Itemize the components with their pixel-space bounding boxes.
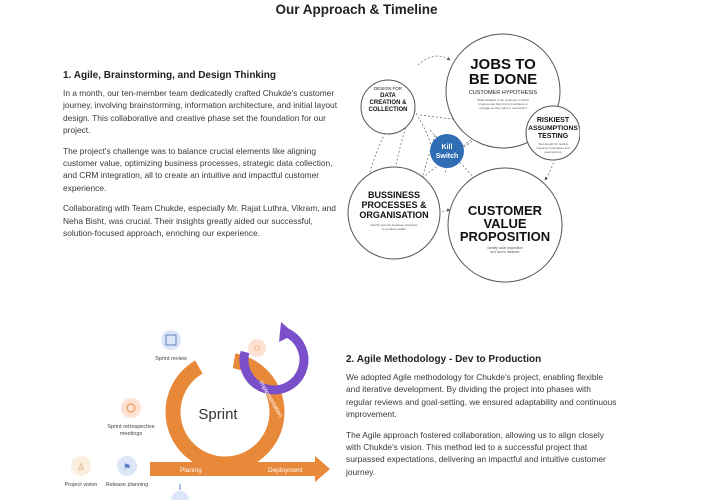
section1-paragraph-3: Collaborating with Team Chukde, especial… — [63, 203, 336, 239]
jobs-text-2: progress are they trying to achieve or — [478, 102, 528, 106]
kill-switch-node: Kill Switch — [430, 134, 464, 168]
sprint-retrospective-item: Sprint retrospective meetings — [107, 398, 155, 437]
design-line3: CREATION & — [370, 100, 408, 106]
business-processes-node: BUSSINESS PROCESSES & ORGANISATION Ident… — [347, 166, 441, 260]
agile-sprint-diagram: Daily scrum ⚇ Sprint Review Retrospect I… — [65, 322, 330, 500]
release-planning-label: Release planning — [106, 482, 149, 488]
review-label: Review — [203, 362, 224, 377]
planning-deployment-arrow — [150, 456, 330, 482]
daily-scrum-icon — [248, 339, 266, 357]
release-planning-item: ⚑ Release planning — [106, 456, 149, 488]
sprint-review-icon — [161, 330, 181, 350]
cvp-line3: PROPOSITION — [460, 229, 550, 244]
design-line1: DESIGN FOR — [374, 86, 403, 91]
risk-text-3: assumptions — [545, 150, 562, 154]
design-thinking-diagram: JOBS TO BE DONE CUSTOMER HYPOTHESIS What… — [347, 33, 580, 283]
section1-heading: 1. Agile, Brainstorming, and Design Thin… — [63, 70, 276, 81]
design-for-data-node: DESIGN FOR DATA CREATION & COLLECTION — [360, 79, 416, 135]
business-line3: ORGANISATION — [359, 210, 428, 220]
section2-paragraph-1: We adopted Agile methodology for Chukde'… — [346, 372, 617, 420]
svg-text:♙: ♙ — [77, 462, 85, 472]
project-vision-item: ♙ Project vision — [65, 456, 98, 488]
svg-text:⚑: ⚑ — [123, 462, 131, 472]
planning-label: Planing — [180, 467, 202, 474]
kill-line2: Switch — [436, 153, 459, 160]
sprint-retrospective-label-2: meetings — [120, 431, 143, 437]
business-line1: BUSSINESS — [368, 190, 420, 200]
partial-bottom-icon — [171, 491, 189, 500]
sprint-retrospective-icon — [121, 398, 141, 418]
project-vision-icon — [71, 456, 91, 476]
sprint-review-label: Sprint review — [155, 356, 187, 362]
daily-scrum-loop — [239, 327, 309, 395]
section1-paragraph-1: In a month, our ten-member team dedicate… — [63, 88, 338, 136]
business-text-2: to produce wealth — [382, 227, 406, 231]
risk-line1: RISKIEST — [537, 117, 570, 124]
cvp-line2: VALUE — [483, 216, 526, 231]
cvp-line1: CUSTOMER — [468, 203, 543, 218]
jobs-subtitle: CUSTOMER HYPOTHESIS — [469, 90, 538, 96]
cvp-text-1: Identify value proposition — [487, 246, 522, 250]
release-planning-icon — [117, 456, 137, 476]
section-agile-methodology: 2. Agile Methodology - Dev to Production… — [346, 354, 618, 486]
risk-line3: TESTING — [538, 133, 569, 140]
customer-value-proposition-node: CUSTOMER VALUE PROPOSITION Identify valu… — [447, 167, 563, 283]
retrospect-label: Retrospect — [158, 409, 169, 439]
svg-text:⚇: ⚇ — [253, 344, 260, 353]
risk-text-2: customer hypothesis and — [536, 146, 570, 150]
sprint-retrospective-label-1: Sprint retrospective — [107, 424, 154, 430]
business-line2: PROCESSES & — [361, 200, 427, 210]
daily-scrum-arrowhead — [279, 322, 295, 342]
sprint-center-label: Sprint — [198, 406, 238, 423]
daily-scrum-label: Daily scrum — [237, 322, 273, 329]
page-title: Our Approach & Timeline — [275, 2, 438, 17]
section2-heading: 2. Agile Methodology - Dev to Production — [346, 354, 542, 365]
sprint-review-item: Sprint review — [155, 330, 187, 362]
project-vision-label: Project vision — [65, 482, 98, 488]
jobs-title-line2: BE DONE — [469, 71, 537, 88]
deployment-label: Deployment — [268, 467, 303, 474]
section-agile-brainstorming: 1. Agile, Brainstorming, and Design Thin… — [63, 70, 338, 247]
riskiest-assumptions-node: RISKIEST ASSUMPTIONS TESTING Test-benefi… — [525, 105, 580, 161]
risk-line2: ASSUMPTIONS — [528, 125, 578, 132]
section2-paragraph-2: The Agile approach fostered collaboratio… — [346, 429, 606, 477]
jobs-text-1: What situation is the customer in which — [477, 98, 529, 102]
design-line4: COLLECTION — [369, 107, 408, 113]
risk-text-1: Test-benefit for testing — [538, 142, 568, 146]
section1-paragraph-2: The project's challenge was to balance c… — [63, 145, 333, 193]
cvp-text-2: and how to measure — [491, 250, 520, 254]
jobs-title-line1: JOBS TO — [470, 56, 536, 73]
business-text-1: Identify how the business organizes — [370, 223, 418, 227]
jobs-text-3: struggle do they want to overcome? — [479, 106, 527, 110]
kill-line1: Kill — [442, 144, 453, 151]
design-line2: DATA — [380, 93, 396, 99]
